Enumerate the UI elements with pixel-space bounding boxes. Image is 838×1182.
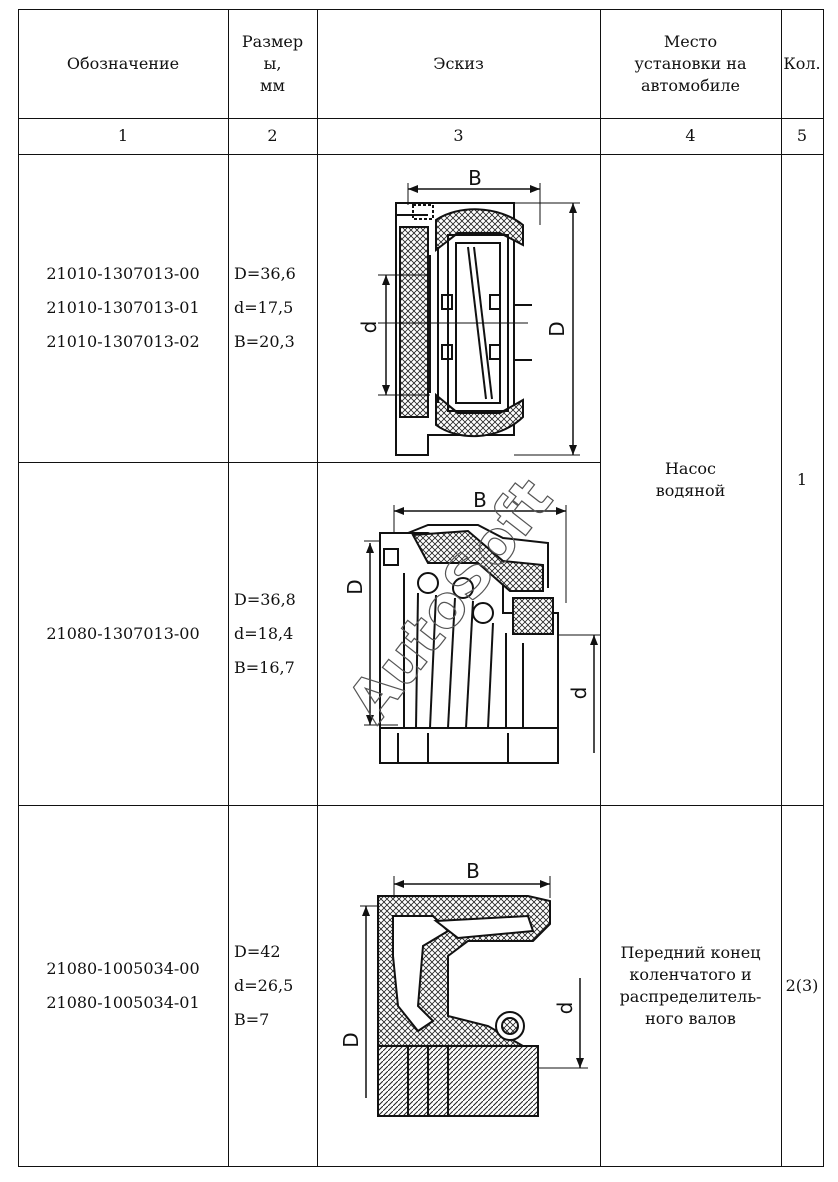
row1-sketch: B d D — [318, 155, 600, 462]
col-number-5: 5 — [796, 126, 808, 145]
row2-codes: 21080-1307013-00 — [46, 623, 200, 643]
row1-seal-drawing — [378, 183, 580, 456]
row3-label-d-large: D — [339, 1032, 363, 1047]
quantity-crankshaft: 2(3) — [785, 975, 819, 995]
col-number-1: 1 — [117, 126, 129, 145]
row2-label-d-small: d — [567, 687, 591, 700]
row1-dims: D=36,6 d=17,5 B=20,3 — [234, 264, 296, 351]
row3-label-b: B — [466, 859, 480, 883]
install-place-crankshaft: Передний конец коленчатого и распределит… — [619, 942, 762, 1028]
col-number-4: 4 — [685, 126, 696, 145]
row1-label-d-large: D — [545, 321, 569, 336]
row3-seal-drawing — [360, 876, 588, 1117]
install-place-water-pump: Насос водяной — [655, 458, 726, 500]
header-designation: Обозначение — [66, 53, 180, 73]
quantity-water-pump: 1 — [796, 469, 808, 489]
header-dimensions: Размер ы, мм — [241, 31, 304, 95]
header-sketch: Эскиз — [433, 53, 484, 73]
row2-label-b: B — [473, 488, 487, 512]
row3-dims: D=42 d=26,5 B=7 — [234, 941, 294, 1029]
col-number-3: 3 — [453, 126, 464, 145]
col-number-2: 2 — [267, 126, 278, 145]
row3-label-d-small: d — [553, 1002, 577, 1015]
row3-codes: 21080-1005034-00 21080-1005034-01 — [46, 958, 200, 1012]
row2-seal-drawing — [364, 505, 600, 764]
row2-dims: D=36,8 d=18,4 B=16,7 — [234, 589, 296, 677]
header-quantity: Кол. — [783, 53, 821, 73]
row1-label-b: B — [468, 166, 482, 190]
row1-codes: 21010-1307013-00 21010-1307013-01 21010-… — [46, 264, 200, 351]
row1-label-d-small: d — [357, 321, 381, 334]
row2-label-d-large: D — [343, 579, 367, 594]
header-install-place: Место установки на автомобиле — [634, 31, 747, 95]
parts-table: Обозначение Размер ы, мм Эскиз Место уст… — [18, 9, 824, 1167]
row3-sketch: B D d — [318, 806, 600, 1166]
row2-sketch: B D d — [318, 463, 600, 805]
